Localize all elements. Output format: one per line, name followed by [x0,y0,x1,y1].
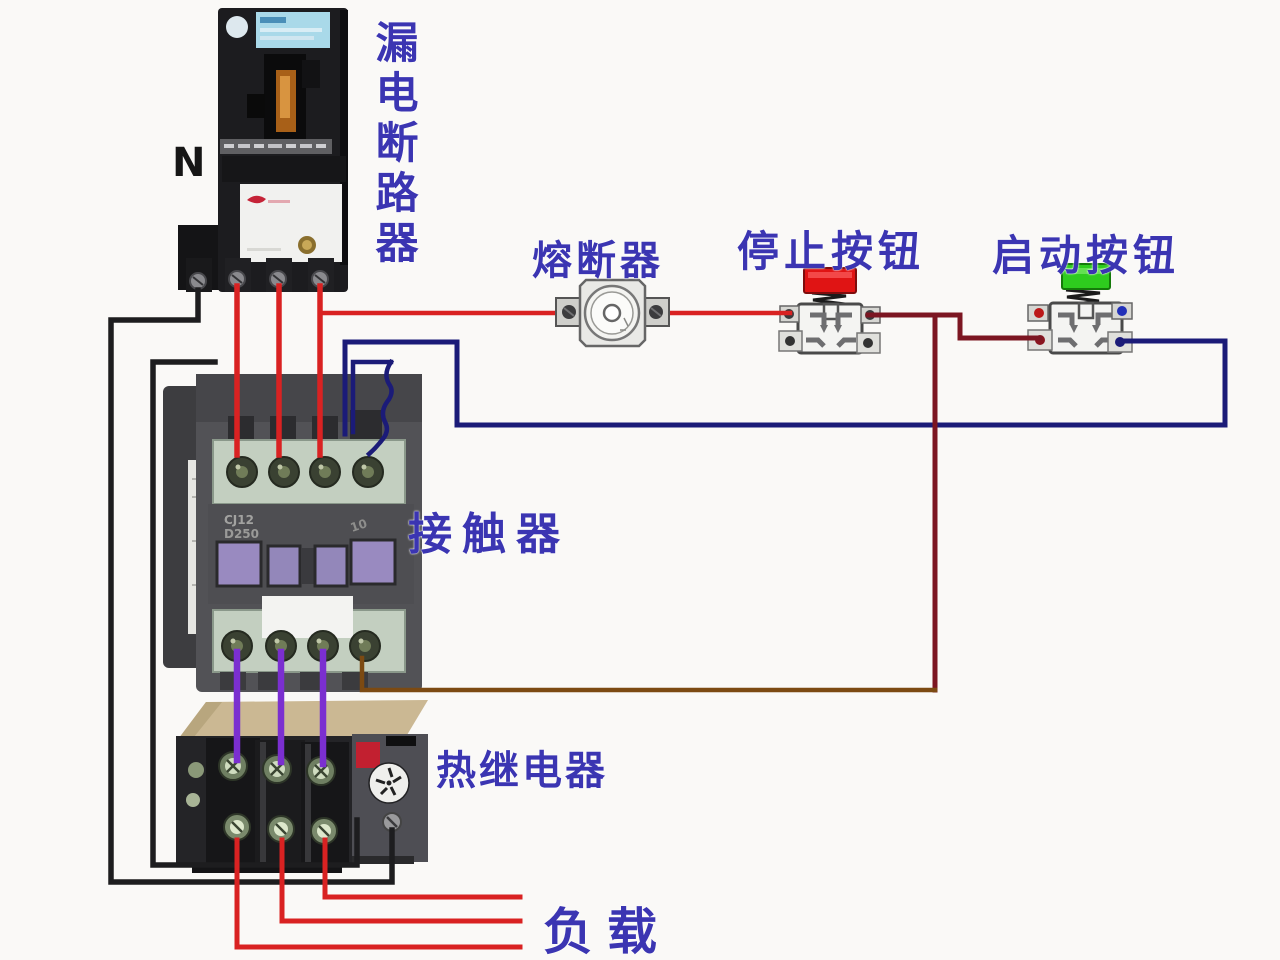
wire-coil-navy-loop [342,338,1228,437]
contactor-top-screws [226,456,384,488]
wire-aux-brown [359,655,938,693]
wire-load-red-2 [279,837,523,924]
wire-neutral-black-outer [108,287,395,885]
contactor-model-text-2: D250 [224,527,259,541]
contactor-aux-mark-text: 10 [349,516,369,534]
fuse [555,278,670,348]
wire-coil-navy-squiggle [365,358,395,458]
start-button-label: 启动按钮 [992,231,1181,280]
stop-button-contacts [806,312,856,348]
wire-load-red-1 [322,837,523,900]
stop-button-label: 停止按钮 [737,227,926,276]
fuse-cap-center [602,303,622,323]
contactor-model-text-1: CJ12 [224,513,254,527]
stop-button [778,267,881,355]
contactor-label: 接触器 [408,509,570,560]
breaker-front-panel [240,184,342,262]
breaker-label: 漏电断路器 [368,20,418,270]
relay-reset-button [356,742,380,768]
breaker-text-band [220,139,332,154]
wire-load-red-3 [234,837,523,950]
wire-coil-navy-inner [350,359,394,435]
brand-logo-icon [247,195,266,204]
wire-neutral-black-inner [150,359,360,868]
breaker-rating-label [256,12,330,48]
thermal-relay-label: 热继电器 [436,748,608,794]
wire-stop-to-start-maroon [865,312,1043,341]
fuse-label: 熔断器 [532,238,664,284]
breaker-handle-window [247,54,320,144]
leakage-circuit-breaker [178,8,348,292]
contactor-windows [215,538,397,588]
stop-button-body [796,302,864,355]
neutral-label: N [172,140,206,186]
load-label: 负载 [543,903,671,960]
